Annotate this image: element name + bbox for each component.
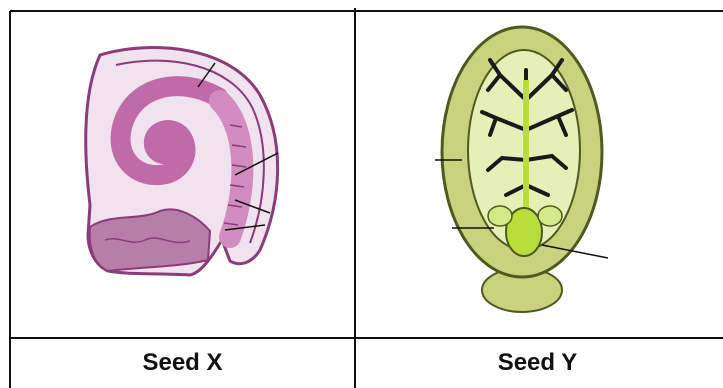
seed-y-caption: Seed Y (355, 338, 720, 388)
seed-x-illustration (60, 35, 300, 285)
seed-y-illustration (430, 20, 620, 320)
seed-x-caption: Seed X (10, 338, 355, 388)
seed-y-cotyledon-left (488, 206, 512, 226)
seed-y-cotyledon-right (538, 206, 562, 226)
